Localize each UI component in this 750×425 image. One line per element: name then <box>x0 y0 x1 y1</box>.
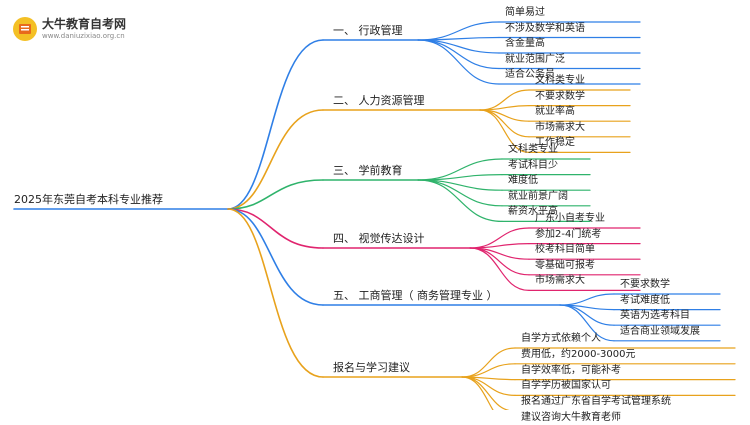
leaf-label: 简单易过 <box>505 7 545 18</box>
branch-connector <box>227 208 324 249</box>
root-topic: 2025年东莞自考本科专业推荐 <box>14 193 163 206</box>
leaf-label: 含金量高 <box>505 38 545 49</box>
branch-label: 四、 视觉传达设计 <box>333 232 425 245</box>
leaf-label: 自学学历被国家认可 <box>521 380 611 392</box>
leaf-connector <box>479 109 530 138</box>
leaf-connector <box>417 39 500 70</box>
branch-connector <box>227 208 324 378</box>
branch-connector <box>227 179 324 210</box>
leaf-label: 不涉及数学和英语 <box>505 22 585 34</box>
brand-url: www.daniuzixiao.org.cn <box>42 32 125 40</box>
leaf-label: 不要求数学 <box>620 279 670 290</box>
leaf-label: 参加2-4门统考 <box>535 228 602 240</box>
leaf-connector <box>417 36 500 41</box>
leaf-label: 市场需求大 <box>535 121 585 133</box>
leaf-connector <box>479 89 530 111</box>
leaf-label: 工作稳定 <box>535 137 575 149</box>
branch-label: 报名与学习建议 <box>333 361 410 374</box>
branch-connector <box>227 39 324 210</box>
leaf-label: 费用低，约2000-3000元 <box>521 348 636 360</box>
leaf-connector <box>461 376 494 410</box>
leaf-connector <box>469 247 530 276</box>
leaf-connector <box>461 347 516 378</box>
branch-label: 三、 学前教育 <box>333 164 403 177</box>
leaf-label: 建议咨询大牛教育老师 <box>521 412 621 423</box>
leaf-label: 自学效率低，可能补考 <box>521 364 621 376</box>
leaf-connector <box>417 39 500 85</box>
branch-connector <box>227 208 324 306</box>
book-icon <box>13 17 37 41</box>
branch-label: 一、 行政管理 <box>333 24 403 37</box>
leaf-label: 文科类专业 <box>508 144 558 155</box>
mindmap-canvas <box>13 21 736 410</box>
leaf-label: 自学方式依赖个人 <box>521 333 601 344</box>
leaf-label: 就业率高 <box>535 106 575 118</box>
brand-logo: 大牛教育自考网 www.daniuzixiao.org.cn <box>12 14 142 44</box>
leaf-label: 考试科目少 <box>508 159 558 171</box>
leaf-connector <box>559 293 615 306</box>
leaf-connector <box>461 376 511 410</box>
leaf-connector <box>417 174 503 181</box>
leaf-label: 英语为选考科目 <box>620 310 690 322</box>
leaf-label: 适合公务员 <box>505 69 555 80</box>
leaf-label: 适合商业领域发展 <box>620 325 700 337</box>
leaf-connector <box>461 363 516 378</box>
leaf-connector <box>479 109 530 153</box>
leaf-label: 难度低 <box>508 175 538 187</box>
leaf-label: 零基础可报考 <box>535 259 595 271</box>
leaf-connector <box>559 304 615 342</box>
brand-name: 大牛教育自考网 <box>42 17 127 31</box>
leaf-connector <box>417 179 503 222</box>
leaf-connector <box>479 105 530 111</box>
leaf-label: 广东小自考专业 <box>535 213 605 224</box>
leaf-label: 市场需求大 <box>535 275 585 287</box>
leaf-connector <box>469 243 530 249</box>
leaf-label: 文科类专业 <box>535 75 585 86</box>
leaf-label: 报名通过广东省自学考试管理系统 <box>521 396 671 408</box>
leaf-label: 考试难度低 <box>620 294 670 306</box>
leaf-label: 不要求数学 <box>535 90 585 102</box>
branch-label: 二、 人力资源管理 <box>333 94 425 107</box>
leaf-label: 就业范围广泛 <box>505 53 565 65</box>
leaf-connector <box>469 227 530 249</box>
leaf-label: 薪资水平高 <box>508 206 558 218</box>
leaf-label: 校考科目简单 <box>535 244 595 256</box>
branch-connector <box>227 109 324 210</box>
leaf-label: 就业前景广阔 <box>508 190 568 202</box>
leaf-connector <box>469 247 530 291</box>
leaf-connector <box>417 179 503 207</box>
branch-label: 五、 工商管理（ 商务管理专业 ） <box>333 289 498 302</box>
